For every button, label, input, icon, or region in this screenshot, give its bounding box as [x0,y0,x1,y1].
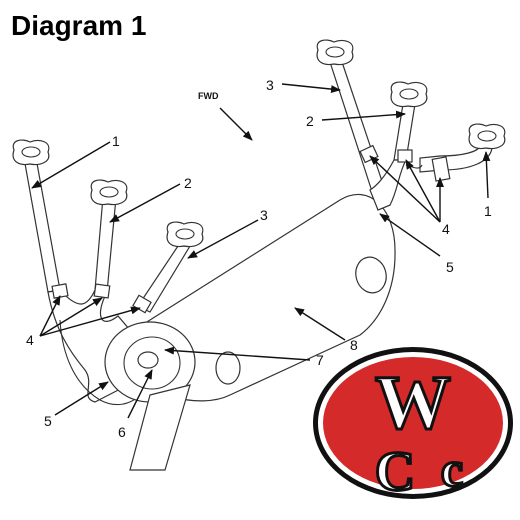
callout-left-2: 2 [184,175,192,191]
logo-letter-c-upper: C [375,441,415,503]
logo-red-field [323,357,503,489]
flange-left-2 [90,179,128,206]
flange-right-1 [468,123,506,150]
inlet-stub [137,351,159,369]
clamp-left-a [51,283,69,299]
callout-right-2: 2 [306,113,314,129]
leader-right-4a [369,155,441,223]
fwd-label: FWD [198,91,219,101]
leader-right-3 [281,83,341,94]
muffler-inner-ring [123,336,181,390]
callout-right-1: 1 [484,203,492,219]
flange-left-3 [166,221,204,248]
leader-left-4c [39,306,141,337]
page-title: Diagram 1 [11,10,147,41]
callout-left-3: 3 [260,207,268,223]
logo-letter-c-lower: c [441,441,463,497]
leader-left-2 [109,183,181,223]
leader-right-2 [321,110,406,121]
callout-left-6: 6 [118,424,126,440]
clamp-left-b [93,283,111,299]
leader-center-7 [164,346,311,361]
flange-right-2 [390,81,428,108]
callout-center-7: 7 [316,352,324,368]
leader-left-5 [54,381,109,416]
muffler-outlet-right [355,256,387,294]
leader-left-1 [31,141,111,189]
callout-right-5: 5 [446,259,454,275]
fwd-arrow-icon [219,107,253,141]
leader-center-8 [294,307,346,341]
leader-right-5 [379,213,441,257]
header-pipe-left-2 [94,196,117,293]
clamp-right-b [397,149,413,163]
leader-left-6 [127,369,153,419]
leader-left-4b [39,297,103,337]
callout-right-4: 4 [442,221,450,237]
flange-left-1 [12,139,50,166]
leader-right-4b [405,159,441,223]
header-pipe-right-1 [419,145,493,173]
callout-center-8: 8 [350,337,358,353]
flange-right-3 [316,39,354,66]
leader-left-3 [187,219,259,259]
leader-right-1 [482,151,491,199]
callout-left-1: 1 [112,133,120,149]
leader-left-4a [39,295,61,337]
tail-pipe [129,384,191,471]
callout-left-4: 4 [26,332,34,348]
logo-letter-w: W [375,361,451,445]
clamp-right-c [431,156,451,182]
collector-loop [59,319,141,406]
wcc-logo: W C c [313,347,513,505]
callout-left-5: 5 [44,413,52,429]
muffler-outlet-center [215,351,241,385]
callout-right-3: 3 [266,77,274,93]
header-pipe-left-1 [23,157,61,293]
